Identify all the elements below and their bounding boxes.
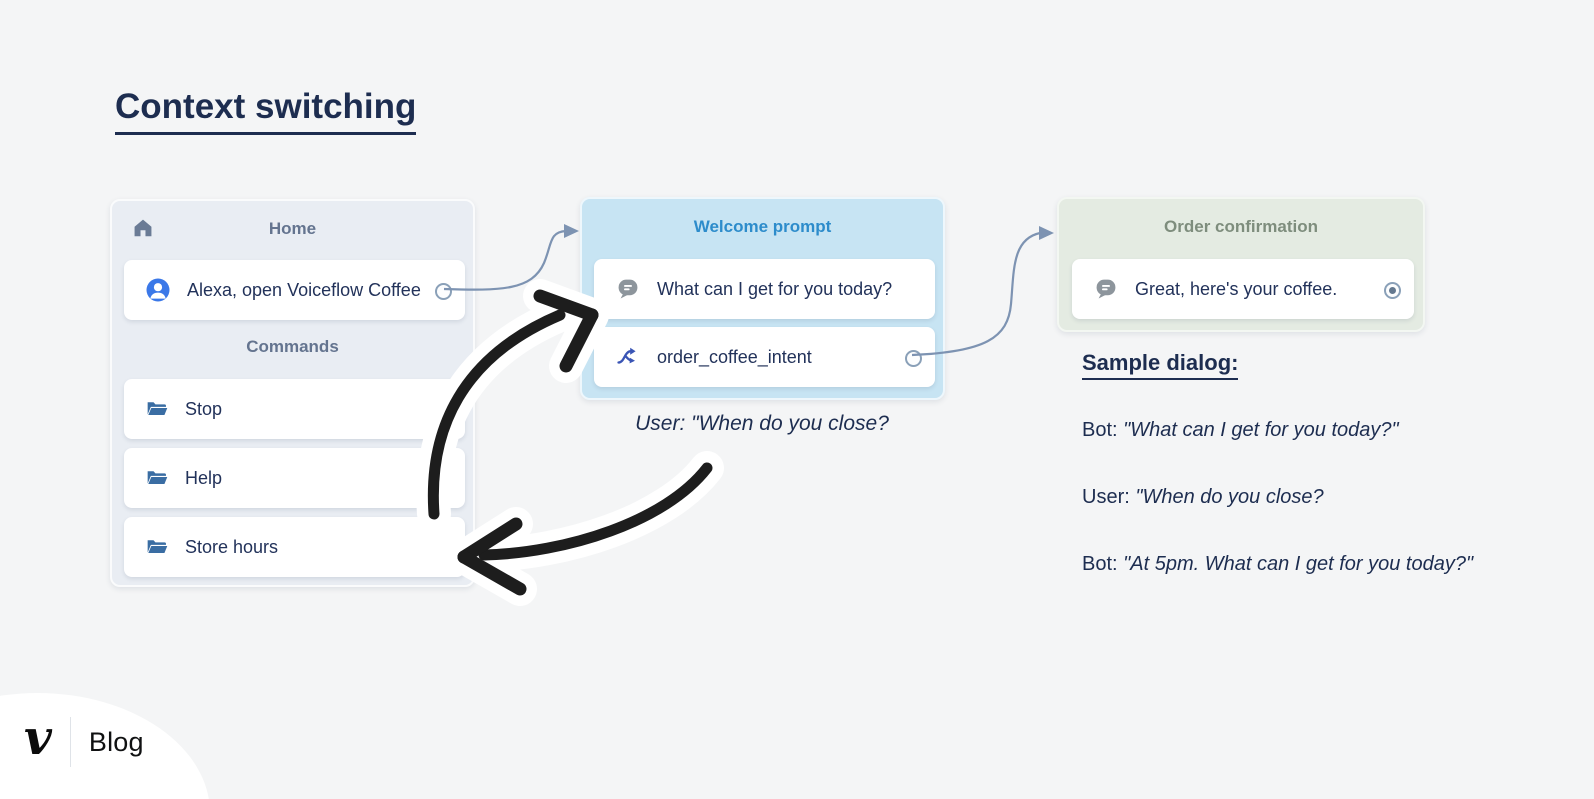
speak-block-welcome[interactable]: What can I get for you today?: [594, 259, 935, 319]
flow-node-welcome-prompt[interactable]: Welcome prompt What can I get for you to…: [580, 197, 945, 400]
user-quote-annotation: User: "When do you close?: [635, 412, 889, 435]
dialog-speaker: User:: [1082, 486, 1136, 508]
sample-dialog: Sample dialog: Bot: "What can I get for …: [1082, 350, 1482, 581]
folder-icon: [146, 398, 168, 420]
dialog-line-bot-2: Bot: "At 5pm. What can I get for you tod…: [1082, 548, 1482, 581]
sketch-arrow-down: [447, 451, 724, 606]
flow-node-home[interactable]: Home Alexa, open Voiceflow Coffee Comman…: [110, 199, 475, 587]
folder-icon: [146, 536, 168, 558]
connector-arrowhead: [564, 224, 579, 238]
user-icon: [146, 278, 170, 302]
dialog-quote: "What can I get for you today?": [1123, 419, 1399, 441]
logo-divider: [69, 717, 71, 767]
output-port-connected[interactable]: [1384, 282, 1401, 299]
output-port[interactable]: [435, 283, 452, 300]
block-label: Help: [185, 467, 223, 488]
command-block-store-hours[interactable]: Store hours: [124, 517, 465, 577]
block-label: order_coffee_intent: [657, 346, 812, 367]
blog-label[interactable]: Blog: [88, 726, 144, 757]
blog-logo[interactable]: v Blog: [24, 710, 144, 774]
block-label: Stop: [185, 398, 223, 419]
intent-icon: [616, 345, 640, 369]
block-label: Store hours: [185, 536, 279, 557]
speak-icon: [1094, 277, 1118, 301]
dialog-speaker: Bot:: [1082, 553, 1124, 575]
block-label: Great, here's your coffee.: [1135, 278, 1338, 299]
dialog-line-user: User: "When do you close?: [1082, 481, 1482, 514]
block-label: Alexa, open Voiceflow Coffee: [187, 279, 421, 300]
dialog-line-bot-1: Bot: "What can I get for you today?": [1082, 414, 1482, 447]
flow-node-order-confirmation[interactable]: Order confirmation Great, here's your co…: [1057, 197, 1425, 332]
dialog-quote: "When do you close?: [1135, 486, 1324, 508]
block-label: What can I get for you today?: [657, 278, 893, 299]
dialog-quote: "At 5pm. What can I get for you today?": [1123, 553, 1474, 575]
command-block-stop[interactable]: Stop: [124, 379, 465, 439]
folder-icon: [146, 467, 168, 489]
commands-section-label: Commands: [246, 337, 339, 356]
output-port[interactable]: [905, 350, 922, 367]
page-title: Context switching: [115, 87, 417, 135]
voiceflow-logo-icon[interactable]: v: [24, 710, 52, 766]
intent-block-order-coffee[interactable]: order_coffee_intent: [594, 327, 935, 387]
home-icon: [132, 217, 154, 239]
connector-arrowhead: [1039, 226, 1054, 240]
command-block-help[interactable]: Help: [124, 448, 465, 508]
speak-icon: [616, 277, 640, 301]
sample-dialog-heading: Sample dialog:: [1082, 350, 1239, 380]
node-title-home: Home: [268, 219, 317, 238]
dialog-speaker: Bot:: [1082, 419, 1124, 441]
speak-block-order[interactable]: Great, here's your coffee.: [1072, 259, 1414, 319]
speak-block-alexa[interactable]: Alexa, open Voiceflow Coffee: [124, 260, 465, 320]
node-title-welcome: Welcome prompt: [693, 217, 832, 236]
node-title-order: Order confirmation: [1164, 217, 1318, 236]
